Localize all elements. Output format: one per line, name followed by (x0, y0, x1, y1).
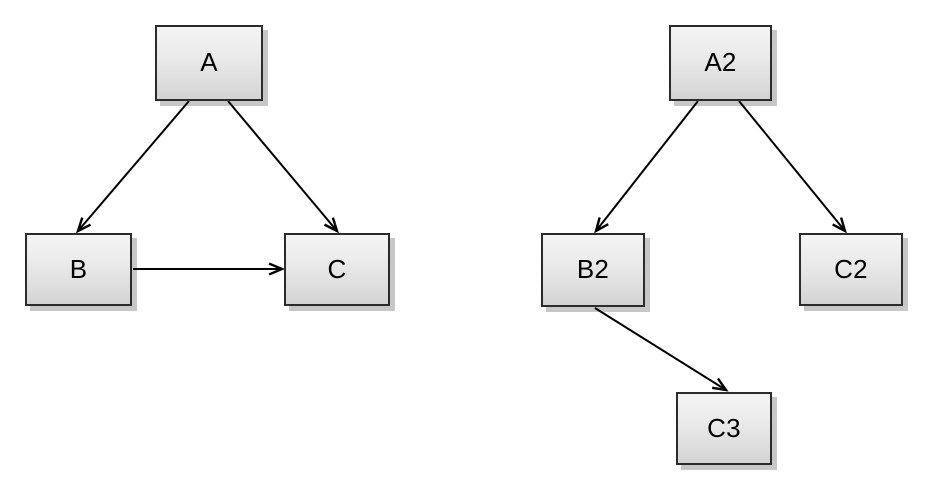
node-a2[interactable]: A2 (669, 25, 772, 101)
edge-a2-to-b2 (595, 100, 699, 232)
arrowhead-a2-to-c2 (832, 217, 847, 234)
node-c2-label: C2 (834, 253, 868, 284)
edge-b2-to-c3 (594, 307, 727, 391)
node-a2-label: A2 (704, 47, 737, 77)
edge-a2-to-c2 (738, 100, 846, 232)
node-b-label: B (69, 253, 88, 284)
arrowhead-b2-to-c3 (711, 377, 729, 392)
arrowhead-a-to-c (323, 217, 339, 234)
node-c3-label: C3 (707, 412, 741, 443)
arrowhead-a2-to-b2 (594, 217, 609, 234)
node-b2[interactable]: B2 (541, 233, 645, 307)
node-a[interactable]: A (155, 25, 263, 101)
node-c2[interactable]: C2 (799, 233, 903, 306)
node-b2-label: B2 (576, 254, 610, 284)
node-c[interactable]: C (284, 233, 390, 306)
node-c-label: C (327, 253, 347, 284)
node-c3[interactable]: C3 (676, 392, 772, 465)
node-a-label: A (200, 47, 218, 77)
edge-a-to-c (227, 100, 338, 232)
arrowhead-a-to-b (75, 217, 92, 234)
arrowhead-b-to-c (268, 262, 286, 276)
edge-a-to-b (77, 100, 190, 232)
node-b[interactable]: B (25, 233, 132, 306)
